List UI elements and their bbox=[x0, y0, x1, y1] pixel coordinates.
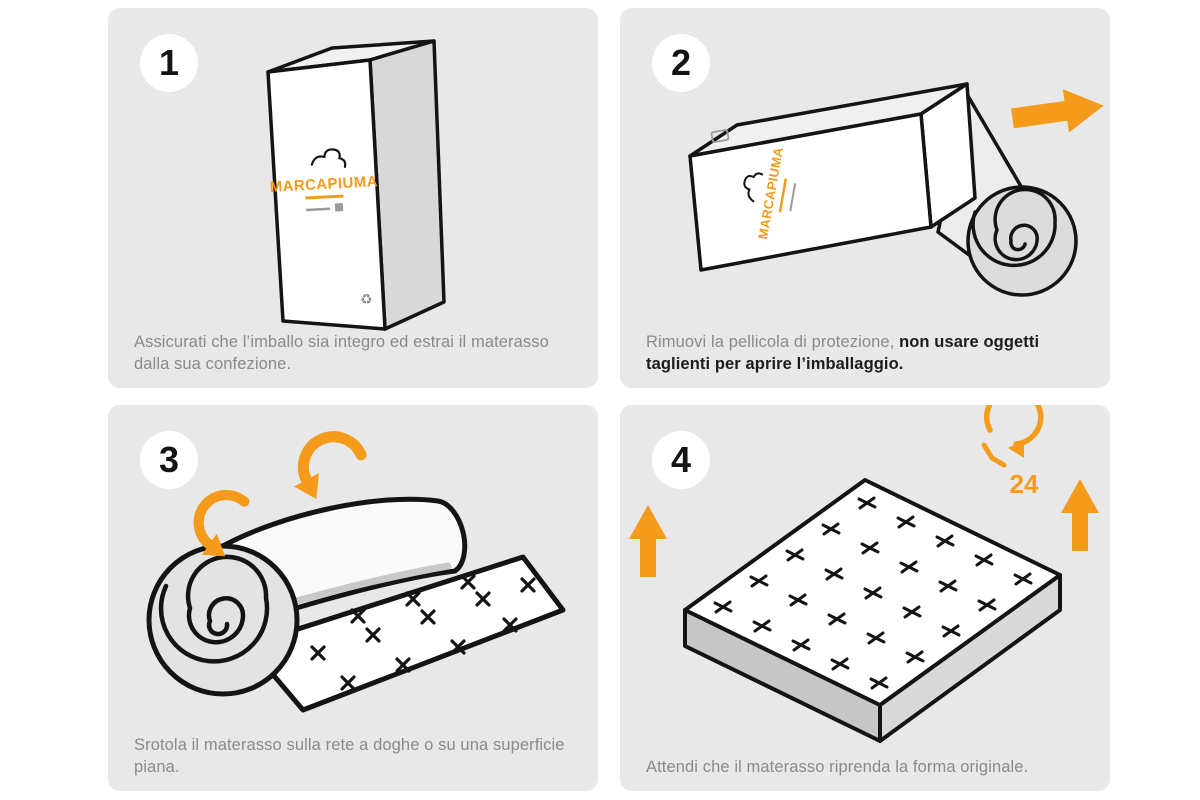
mattress-body bbox=[683, 478, 1062, 743]
caption-text: Rimuovi la pellicola di protezione, bbox=[646, 333, 900, 352]
box-fineprint-marks bbox=[306, 203, 344, 212]
top-quilting-marks bbox=[713, 496, 1033, 690]
step-caption: Srotola il materasso sulla rete a doghe … bbox=[134, 735, 580, 779]
expanding-mattress-illustration: 24 bbox=[629, 405, 1099, 743]
clock-24h-icon: 24 bbox=[981, 405, 1044, 499]
box-front-face bbox=[266, 58, 387, 331]
panel-step-1: 1 MARCAPIUMA ♻ A bbox=[108, 8, 598, 388]
unroll-arrow-icon bbox=[286, 431, 369, 503]
step-number: 3 bbox=[158, 439, 180, 480]
step-number-badge: 4 bbox=[652, 431, 710, 489]
steps-grid: 1 MARCAPIUMA ♻ A bbox=[108, 8, 1110, 791]
step-number: 1 bbox=[158, 42, 180, 83]
caption-text: Attendi che il materasso riprenda la for… bbox=[646, 758, 1029, 777]
step-number: 2 bbox=[670, 42, 692, 83]
sealed-box-illustration: MARCAPIUMA ♻ bbox=[266, 39, 446, 331]
box-fineprint-marks bbox=[789, 183, 797, 212]
panel-step-3: 3 bbox=[108, 405, 598, 791]
step-caption: Assicurati che l’imballo sia integro ed … bbox=[134, 332, 580, 376]
box-outline bbox=[688, 82, 977, 272]
duck-icon bbox=[743, 172, 764, 203]
clock-24-label: 24 bbox=[1010, 469, 1039, 499]
brand-tagline-mark bbox=[778, 178, 788, 213]
panel-step-2: 2 MARCAPIUMA bbox=[620, 8, 1110, 388]
box-stamp bbox=[710, 129, 730, 143]
roll-end bbox=[146, 543, 300, 697]
roll-spiral bbox=[158, 554, 270, 664]
step-number-badge: 3 bbox=[140, 431, 198, 489]
panel-step-4: 4 bbox=[620, 405, 1110, 791]
caption-bold-text: non usare oggetti taglienti per aprire l… bbox=[646, 333, 1040, 374]
mattress-sheet bbox=[245, 554, 566, 713]
unrolling-mattress-illustration bbox=[146, 405, 566, 713]
step-caption: Rimuovi la pellicola di protezione, non … bbox=[646, 332, 1092, 376]
box-outline bbox=[266, 39, 446, 331]
up-arrow-icon bbox=[1061, 479, 1099, 551]
duck-icon bbox=[310, 148, 347, 168]
brand-tagline-mark bbox=[305, 194, 344, 200]
unroll-from-box-illustration: MARCAPIUMA bbox=[688, 82, 1104, 297]
step-caption: Attendi che il materasso riprenda la for… bbox=[646, 757, 1092, 779]
up-arrow-icon bbox=[629, 505, 667, 577]
sheet-quilting-marks bbox=[310, 574, 536, 691]
brand-name: MARCAPIUMA bbox=[269, 173, 378, 196]
box-front-face bbox=[688, 112, 933, 272]
roll-shading bbox=[269, 562, 452, 612]
roll-spiral bbox=[971, 187, 1057, 268]
arrow-right-icon bbox=[1011, 89, 1104, 133]
step-number: 4 bbox=[670, 439, 692, 480]
step-number-badge: 2 bbox=[652, 34, 710, 92]
brand-logo: MARCAPIUMA bbox=[269, 148, 378, 212]
caption-text: Assicurati che l’imballo sia integro ed … bbox=[134, 333, 549, 374]
caption-text: Srotola il materasso sulla rete a doghe … bbox=[134, 736, 565, 777]
step-number-badge: 1 bbox=[140, 34, 198, 92]
roll-end bbox=[966, 185, 1078, 297]
recycle-icon: ♻ bbox=[360, 291, 373, 307]
